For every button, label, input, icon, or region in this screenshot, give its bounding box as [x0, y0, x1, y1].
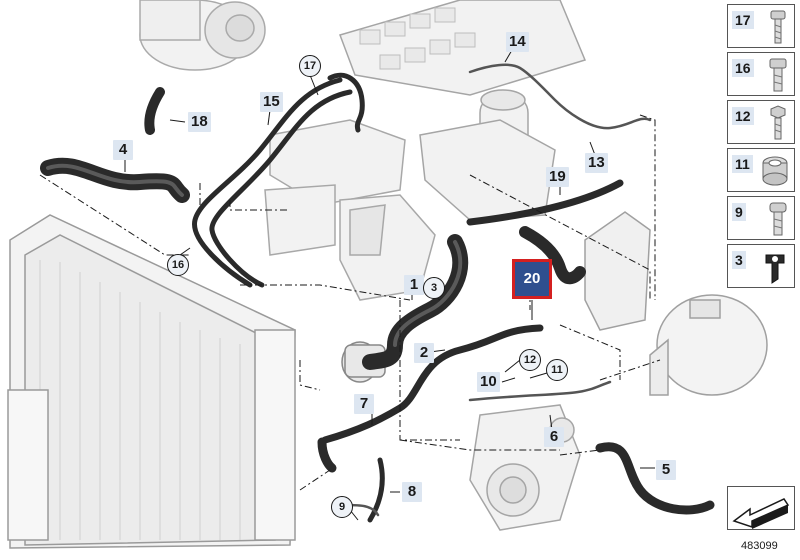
- legend-number: 16: [732, 59, 754, 77]
- legend-number: 3: [732, 251, 746, 269]
- legend-item-12[interactable]: 12: [727, 100, 795, 144]
- legend-number: 17: [732, 11, 754, 29]
- legend-number: 9: [732, 203, 746, 221]
- callout-4[interactable]: 4: [113, 140, 133, 160]
- legend-item-17[interactable]: 17: [727, 4, 795, 48]
- legend-number: 12: [732, 107, 754, 125]
- callout-17[interactable]: 17: [299, 55, 321, 77]
- legend-item-9[interactable]: 9: [727, 196, 795, 240]
- legend-number: 11: [732, 155, 753, 173]
- callout-2[interactable]: 2: [414, 343, 434, 363]
- callout-14[interactable]: 14: [506, 32, 529, 52]
- callout-1[interactable]: 1: [404, 275, 424, 295]
- sleeve-icon: [762, 156, 788, 186]
- callout-13[interactable]: 13: [585, 153, 608, 173]
- orientation-arrow-box: [727, 486, 795, 530]
- callout-11[interactable]: 11: [546, 359, 568, 381]
- oil-cooler: [584, 211, 651, 331]
- callout-9[interactable]: 9: [331, 496, 353, 518]
- arrow-icon: [732, 498, 790, 529]
- callout-20-highlighted[interactable]: 20: [512, 259, 552, 299]
- bolt-icon: [769, 58, 787, 92]
- oil-filter-housing: [419, 89, 556, 221]
- clip-icon: [765, 254, 785, 284]
- callout-19[interactable]: 19: [546, 167, 569, 187]
- callout-8[interactable]: 8: [402, 482, 422, 502]
- callout-7[interactable]: 7: [354, 394, 374, 414]
- diagram-reference-number: 483099: [741, 540, 778, 552]
- radiator: [7, 214, 296, 549]
- callout-12[interactable]: 12: [519, 349, 541, 371]
- engine-block-components: [264, 119, 436, 301]
- callout-10[interactable]: 10: [477, 372, 500, 392]
- expansion-tank: [649, 294, 768, 396]
- water-pump: [469, 404, 581, 531]
- legend-item-3[interactable]: 3: [727, 244, 795, 288]
- bolt-icon: [769, 202, 787, 236]
- legend-item-16[interactable]: 16: [727, 52, 795, 96]
- bolt-icon: [770, 105, 786, 140]
- callout-6[interactable]: 6: [544, 427, 564, 447]
- cylinder-head: [339, 0, 587, 96]
- callout-5[interactable]: 5: [656, 460, 676, 480]
- callout-3[interactable]: 3: [423, 277, 445, 299]
- callout-15[interactable]: 15: [260, 92, 283, 112]
- callout-18[interactable]: 18: [188, 112, 211, 132]
- legend-item-11[interactable]: 11: [727, 148, 795, 192]
- parts-legend: 17 16 12 11: [727, 4, 795, 290]
- hoses: [40, 72, 715, 523]
- callout-16[interactable]: 16: [167, 254, 189, 276]
- turbocharger: [139, 0, 266, 71]
- bolt-icon: [770, 10, 786, 44]
